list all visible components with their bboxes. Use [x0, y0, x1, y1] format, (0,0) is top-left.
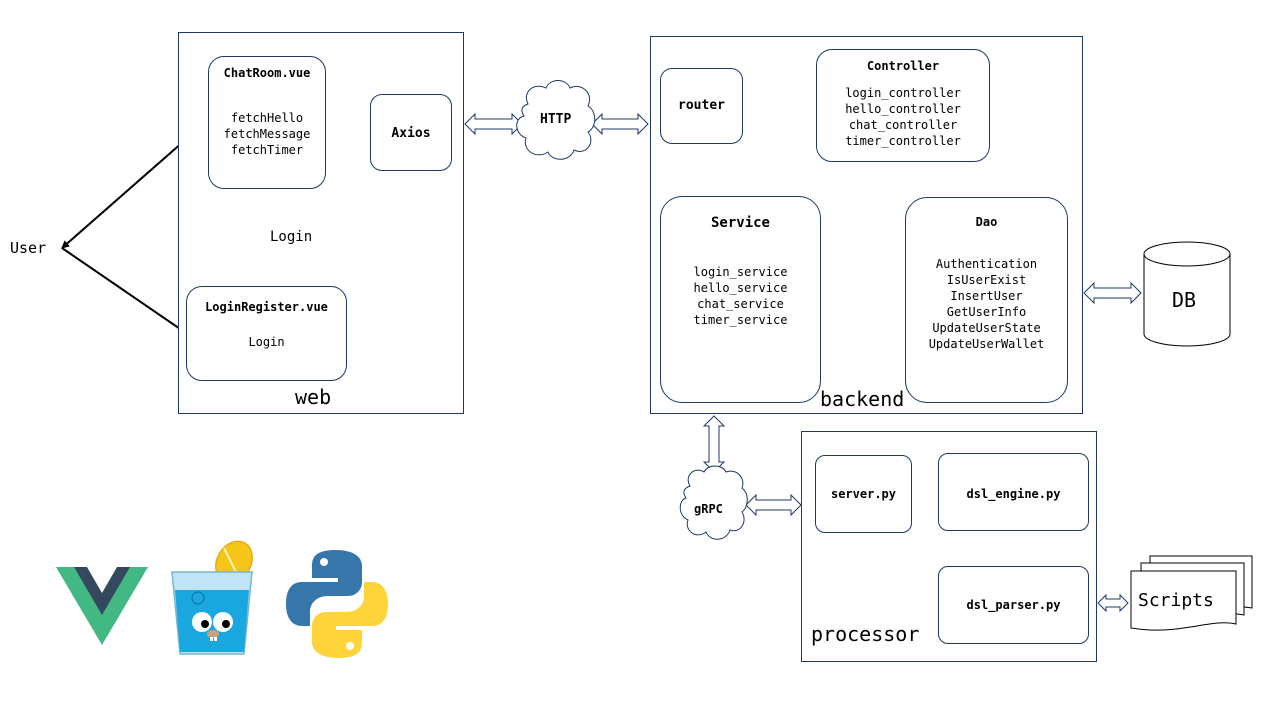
dao-title: Dao	[975, 215, 998, 229]
dao-item: UpdateUserState	[932, 321, 1041, 335]
dao-item: GetUserInfo	[946, 305, 1027, 319]
dao-item: Authentication	[935, 257, 1038, 271]
grpc-cloud	[679, 465, 748, 540]
controller-item: login_controller	[845, 86, 961, 100]
dsl-parser-label: dsl_parser.py	[966, 598, 1061, 612]
dao-node[interactable]: Dao Authentication IsUserExist InsertUse…	[905, 197, 1068, 403]
db-label: DB	[1172, 288, 1197, 312]
router-label: router	[678, 98, 725, 113]
hollow-arrow-grpc-processor	[745, 493, 802, 517]
loginregister-vue-functions: Login	[187, 334, 346, 350]
service-node[interactable]: Service login_service hello_service chat…	[660, 196, 821, 403]
func-fetch-hello: fetchHello	[230, 111, 304, 125]
scripts-documents	[1130, 555, 1253, 631]
go-gopher-logo	[171, 540, 253, 655]
dsl-engine-node[interactable]: dsl_engine.py	[938, 453, 1089, 531]
backend-label: backend	[820, 387, 905, 411]
controller-item: chat_controller	[848, 118, 958, 132]
func-fetch-message: fetchMessage	[223, 127, 311, 141]
vue-logo	[56, 567, 148, 645]
controller-title: Controller	[866, 59, 940, 73]
dsl-parser-node[interactable]: dsl_parser.py	[938, 566, 1089, 644]
func-login: Login	[248, 335, 285, 349]
user-label: User	[10, 239, 47, 257]
processor-label: processor	[811, 622, 920, 646]
db-cylinder	[1143, 241, 1231, 347]
controller-list: login_controller hello_controller chat_c…	[817, 85, 989, 149]
arrow-user-to-loginregister	[61, 247, 187, 334]
dao-list: Authentication IsUserExist InsertUser Ge…	[906, 256, 1067, 352]
chatroom-vue-functions: fetchHello fetchMessage fetchTimer	[209, 110, 325, 158]
controller-node[interactable]: Controller login_controller hello_contro…	[816, 49, 990, 162]
grpc-label: gRPC	[694, 502, 723, 516]
chatroom-vue-node[interactable]: ChatRoom.vue fetchHello fetchMessage fet…	[208, 56, 326, 189]
hollow-arrow-web-http	[464, 112, 523, 136]
server-py-label: server.py	[830, 487, 897, 501]
controller-item: timer_controller	[845, 134, 961, 148]
hollow-arrow-http-backend	[591, 112, 649, 136]
dao-item: UpdateUserWallet	[928, 337, 1045, 351]
service-item: timer_service	[693, 313, 788, 327]
service-item: chat_service	[697, 297, 784, 311]
login-arrow-label: Login	[270, 229, 313, 245]
server-py-node[interactable]: server.py	[815, 455, 912, 533]
python-logo	[286, 550, 388, 658]
dao-item: IsUserExist	[946, 273, 1027, 287]
service-title: Service	[710, 215, 770, 231]
service-item: hello_service	[693, 281, 788, 295]
scripts-label: Scripts	[1138, 590, 1214, 611]
loginregister-vue-node[interactable]: LoginRegister.vue Login	[186, 286, 347, 381]
http-cloud	[516, 80, 596, 160]
service-item: login_service	[693, 265, 788, 279]
controller-item: hello_controller	[845, 102, 961, 116]
http-label: HTTP	[540, 112, 572, 127]
web-label: web	[295, 385, 332, 409]
service-list: login_service hello_service chat_service…	[661, 264, 820, 328]
dao-item: InsertUser	[950, 289, 1023, 303]
chatroom-vue-title: ChatRoom.vue	[223, 66, 311, 80]
dsl-engine-label: dsl_engine.py	[966, 487, 1061, 501]
loginregister-vue-title: LoginRegister.vue	[205, 300, 328, 314]
hollow-arrow-backend-db	[1083, 281, 1142, 305]
hollow-arrow-processor-scripts	[1097, 593, 1129, 613]
hollow-arrow-backend-grpc	[702, 415, 726, 473]
axios-node[interactable]: Axios	[370, 94, 452, 171]
router-node[interactable]: router	[660, 68, 743, 144]
func-fetch-timer: fetchTimer	[230, 143, 304, 157]
axios-label: Axios	[391, 126, 431, 141]
